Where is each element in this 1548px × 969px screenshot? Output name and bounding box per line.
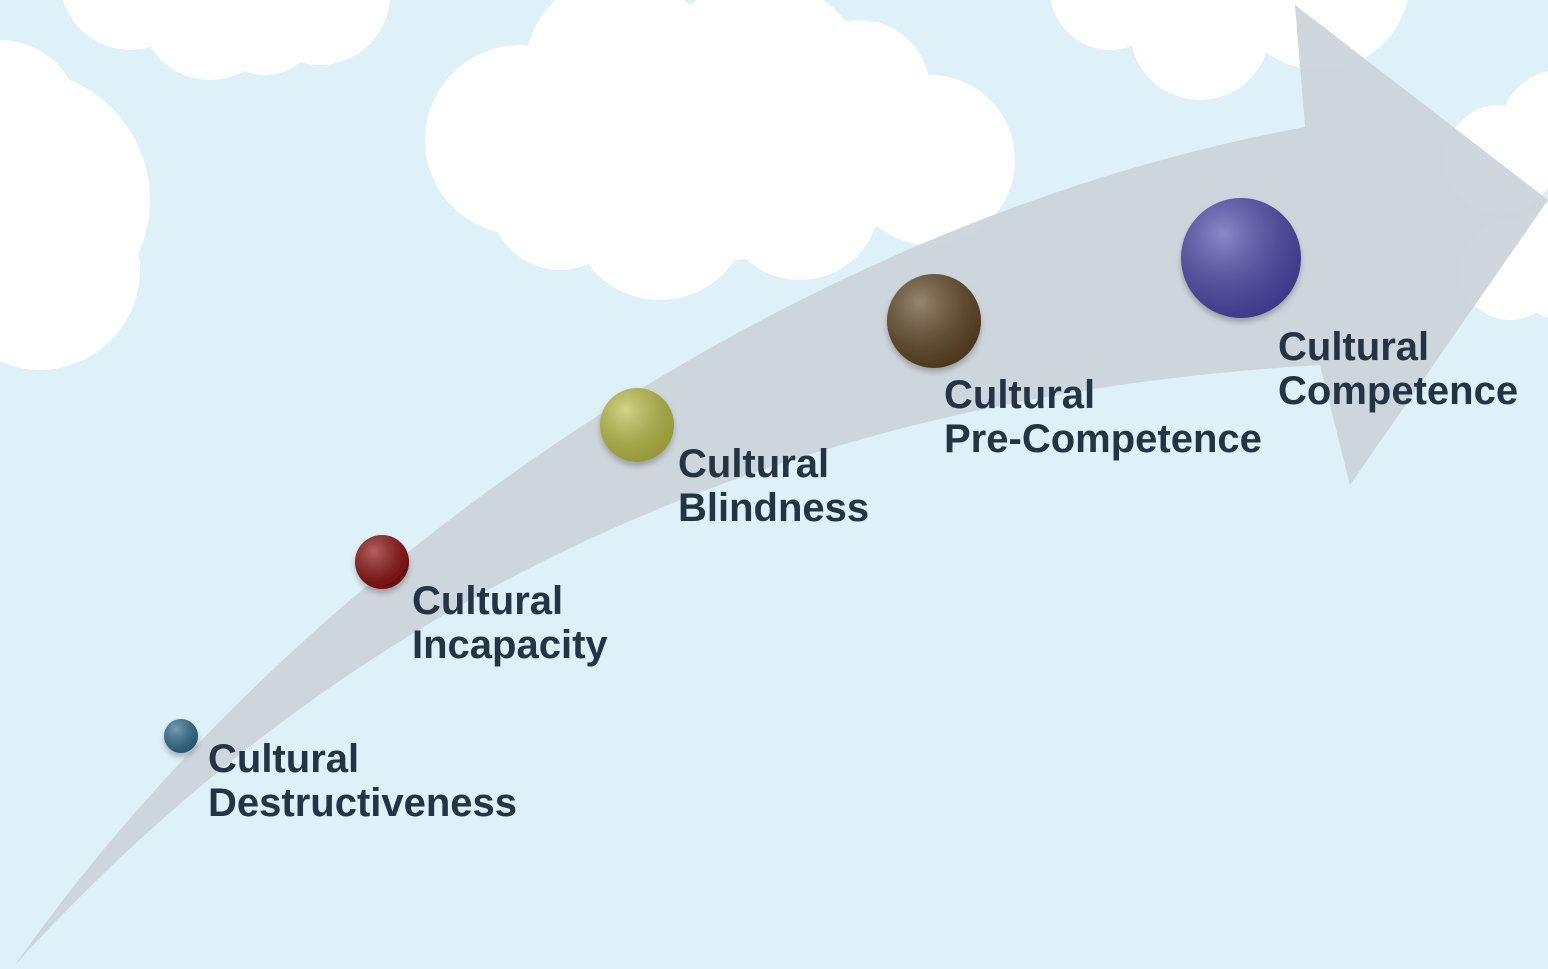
cloud-background (0, 0, 1548, 370)
cloud-top-left (62, 0, 390, 80)
stage-label-line1: Cultural (208, 737, 360, 781)
stage-dot-incapacity (355, 535, 409, 589)
stage-label-line1: Cultural (412, 579, 564, 623)
stage-label-incapacity: Cultural Incapacity (412, 579, 608, 667)
stage-label-line1: Cultural (1278, 325, 1430, 369)
stage-label-blindness: Cultural Blindness (678, 442, 869, 530)
stage-dot-destructiveness (164, 719, 198, 753)
stage-label-line2: Competence (1278, 369, 1519, 413)
stage-dot-shine (355, 535, 409, 589)
progression-arrow (15, 5, 1548, 965)
stage-dot-shine (164, 719, 198, 753)
stage-label-line1: Cultural (678, 442, 830, 486)
stage-label-pre-competence: Cultural Pre-Competence (944, 373, 1262, 461)
stage-dot-shine (600, 388, 674, 462)
stage-dot-competence (1181, 198, 1301, 318)
stage-dot-pre-competence (887, 274, 981, 368)
stage-dot-shine (1181, 198, 1301, 318)
cloud-center (425, 0, 1015, 300)
stage-label-line2: Pre-Competence (944, 417, 1262, 461)
stage-dot-blindness (600, 388, 674, 462)
stage-label-destructiveness: Cultural Destructiveness (208, 737, 517, 825)
stage-dot-shine (887, 274, 981, 368)
stage-label-competence: Cultural Competence (1278, 325, 1518, 413)
stage-label-line1: Cultural (944, 373, 1096, 417)
stage-label-line2: Destructiveness (208, 781, 518, 825)
stage-label-line2: Blindness (678, 486, 870, 530)
stage-markers (164, 198, 1301, 753)
cloud-left (0, 40, 150, 370)
stage-label-line2: Incapacity (412, 623, 608, 667)
